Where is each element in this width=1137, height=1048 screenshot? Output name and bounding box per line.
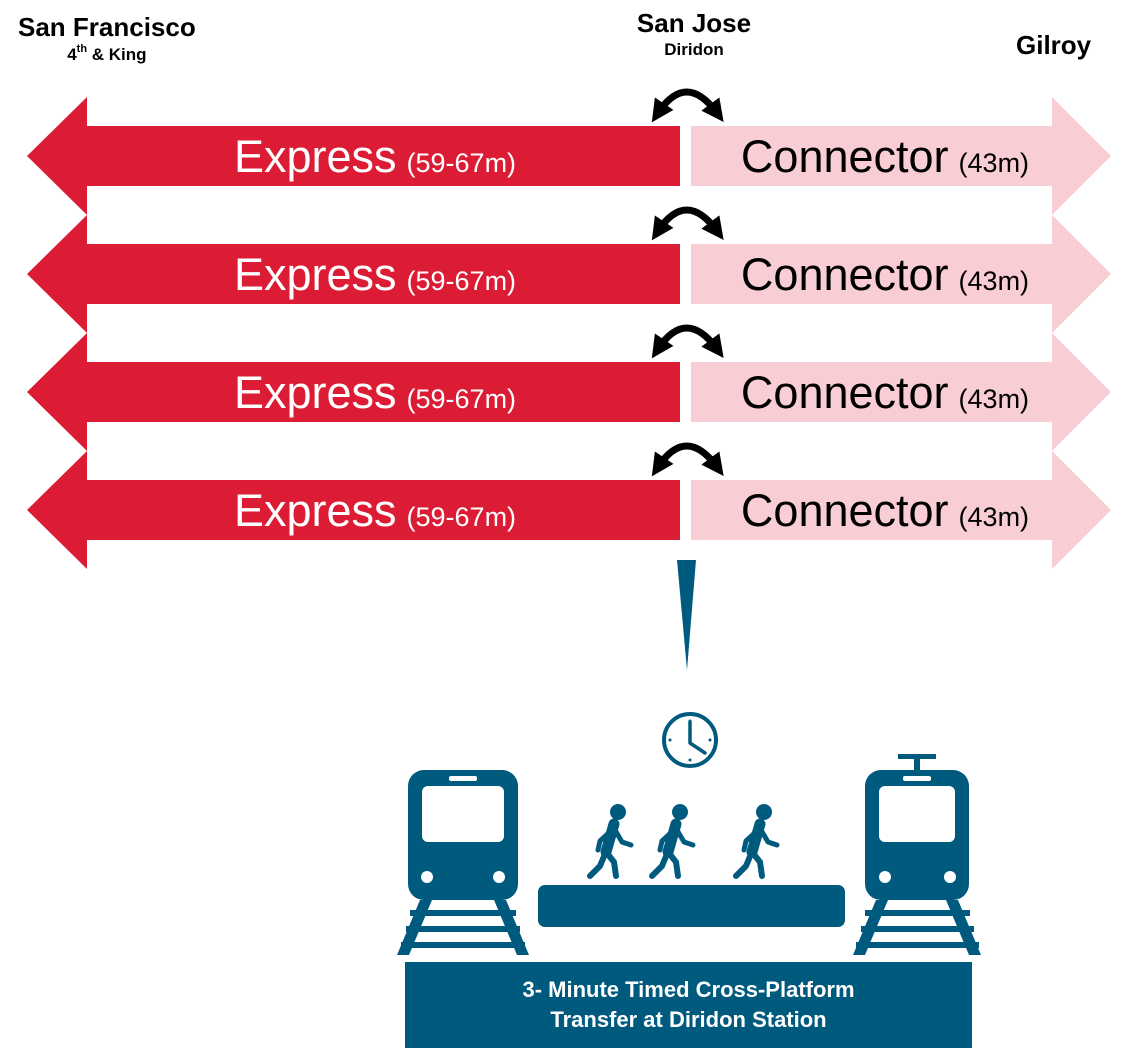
connector-arrow (691, 451, 1111, 569)
station-name-san-francisco: San Francisco (18, 12, 196, 42)
station-san-jose: San Jose Diridon (624, 8, 764, 60)
station-name-san-jose: San Jose (636, 8, 752, 38)
express-label: Express (59-67m) (234, 485, 516, 536)
express-name: Express (234, 249, 397, 300)
connector-time: (43m) (959, 502, 1030, 532)
service-row: Express (59-67m) Connector (43m) (27, 206, 1111, 333)
connector-time: (43m) (959, 148, 1030, 178)
express-name: Express (234, 367, 397, 418)
station-san-francisco: San Francisco 4th & King (18, 12, 196, 65)
transfer-caption-line2: Transfer at Diridon Station (550, 1007, 827, 1032)
transfer-arrow-icon (651, 88, 724, 123)
station-name-gilroy: Gilroy (1016, 30, 1092, 60)
connector-name: Connector (741, 131, 949, 182)
pointer-icon (677, 560, 696, 670)
rows-layer: Express (59-67m) Connector (43m) Express (5… (27, 88, 1111, 569)
express-name: Express (234, 485, 397, 536)
connector-name: Connector (741, 367, 949, 418)
service-row: Express (59-67m) Connector (43m) (27, 88, 1111, 215)
transfer-caption-line1: 3- Minute Timed Cross-Platform (522, 977, 855, 1002)
express-label: Express (59-67m) (234, 131, 516, 182)
transfer-arrow-icon (651, 442, 724, 477)
connector-name: Connector (741, 485, 949, 536)
connector-label: Connector (43m) (741, 249, 1029, 300)
connector-label: Connector (43m) (741, 485, 1029, 536)
train-icon (397, 770, 529, 955)
connector-arrow (691, 97, 1111, 215)
express-name: Express (234, 131, 397, 182)
express-arrow (27, 333, 680, 451)
express-time: (59-67m) (407, 266, 517, 296)
clock-icon (662, 712, 718, 768)
express-arrow (27, 215, 680, 333)
connector-arrow (691, 333, 1111, 451)
station-sub-4th-king: 4th & King (18, 43, 196, 65)
tram-icon (853, 754, 981, 955)
transfer-arrow-icon (651, 324, 724, 359)
express-arrow (27, 97, 680, 215)
express-time: (59-67m) (407, 384, 517, 414)
platform-icon (538, 885, 845, 927)
station-sub-diridon: Diridon (664, 40, 724, 59)
connector-name: Connector (741, 249, 949, 300)
express-time: (59-67m) (407, 502, 517, 532)
service-row: Express (59-67m) Connector (43m) (27, 442, 1111, 569)
connector-arrow (691, 215, 1111, 333)
station-gilroy: Gilroy (1016, 30, 1091, 60)
express-label: Express (59-67m) (234, 367, 516, 418)
walking-person-icon (733, 804, 780, 879)
transfer-arrow-icon (651, 206, 724, 241)
connector-label: Connector (43m) (741, 131, 1029, 182)
service-row: Express (59-67m) Connector (43m) (27, 324, 1111, 451)
express-arrow (27, 451, 680, 569)
station-sub-ordinal: th (76, 43, 88, 56)
station-sub-number: 4 (67, 45, 77, 64)
express-time: (59-67m) (407, 148, 517, 178)
walking-person-icon (587, 804, 634, 879)
connector-time: (43m) (959, 384, 1030, 414)
walking-person-icon (649, 804, 696, 879)
transfer-caption: 3- Minute Timed Cross-Platform Transfer … (405, 962, 972, 1048)
station-sub-street: & King (87, 45, 147, 64)
express-label: Express (59-67m) (234, 249, 516, 300)
connector-label: Connector (43m) (741, 367, 1029, 418)
connector-time: (43m) (959, 266, 1030, 296)
